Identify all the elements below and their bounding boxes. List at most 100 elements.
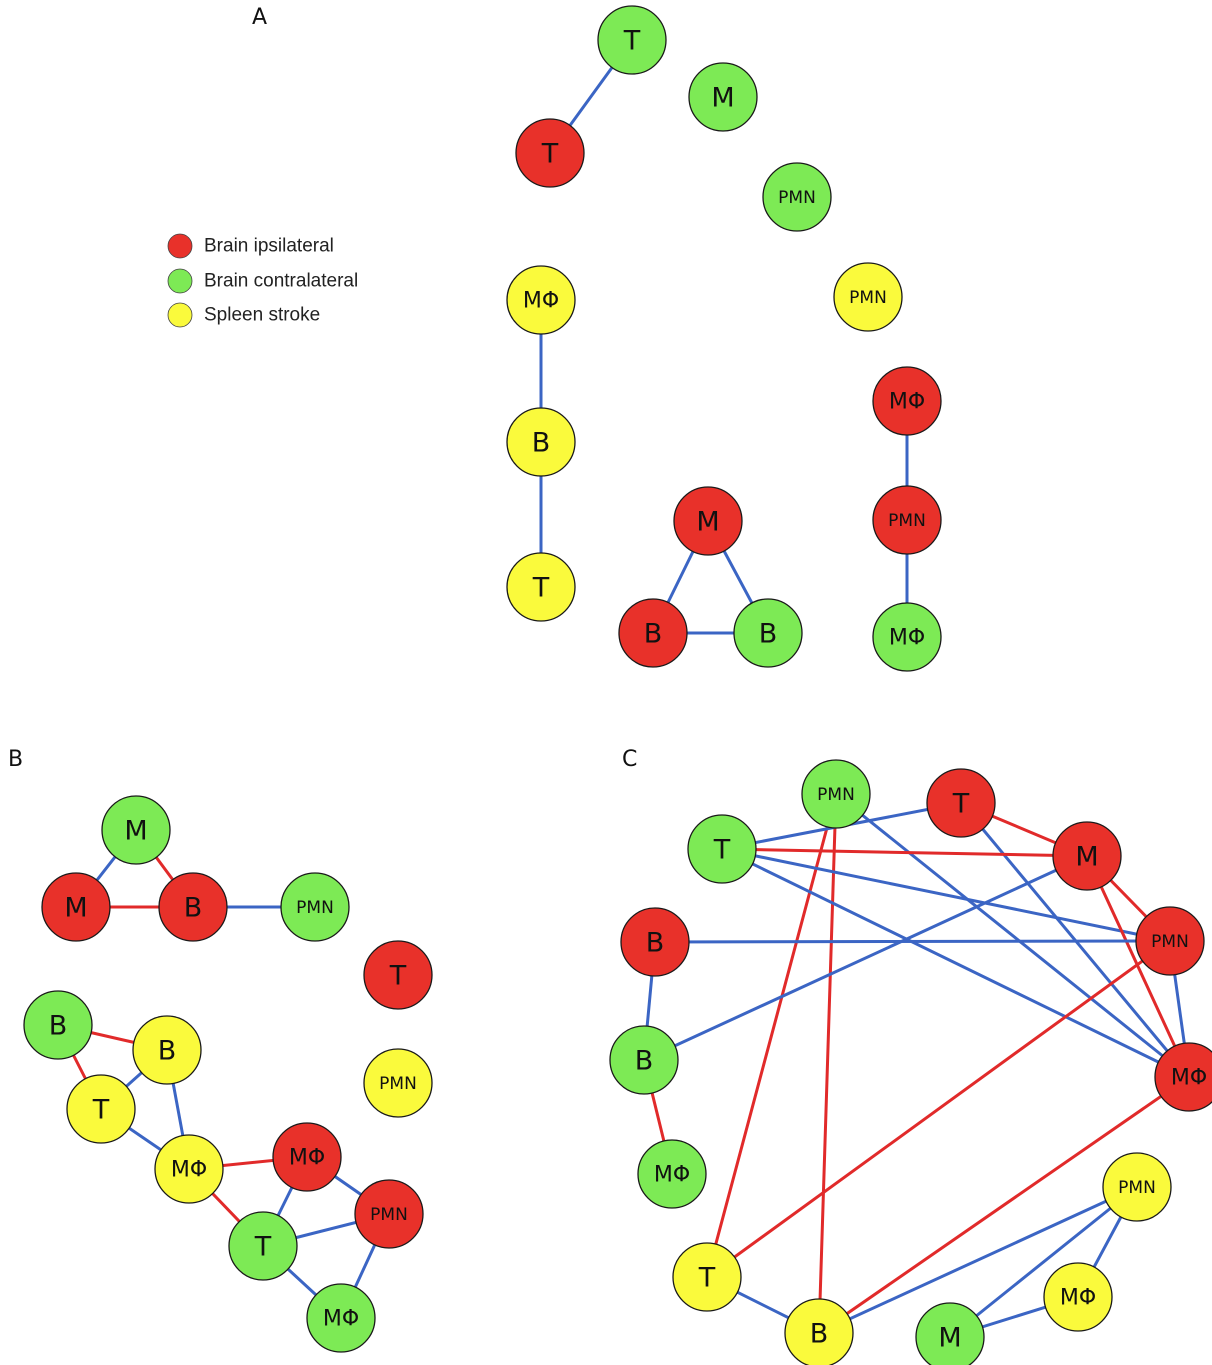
node-circle <box>154 1134 224 1204</box>
node-circle <box>1154 1042 1212 1112</box>
node-b-spleen: B <box>132 1015 202 1085</box>
node-circle <box>872 366 942 436</box>
node-pmn-ipsi: PMN <box>1135 906 1205 976</box>
node-circle <box>637 1139 707 1209</box>
edge-blue <box>720 847 1172 943</box>
node-circle <box>733 598 803 668</box>
node-b-contra: B <box>733 598 803 668</box>
node-circle <box>23 990 93 1060</box>
node-label: B <box>644 619 663 650</box>
node-circle <box>515 118 585 188</box>
legend-item-contra: Brain contralateral <box>167 268 358 294</box>
node-b-spleen: B <box>784 1298 854 1365</box>
node-circle <box>363 1048 433 1118</box>
node-pmn-contra: PMN <box>280 872 350 942</box>
node-b-ipsi: B <box>620 907 690 977</box>
node-circle <box>272 1122 342 1192</box>
node-circle <box>687 814 757 884</box>
node-label: B <box>158 1036 177 1067</box>
node-circle <box>363 940 433 1010</box>
node-t-ipsi: T <box>363 940 433 1010</box>
node-label: B <box>810 1319 829 1350</box>
node-m-contra: M <box>101 795 171 865</box>
node-label: PMN <box>849 288 887 308</box>
edge-blue <box>653 939 1172 944</box>
edge-red <box>817 1075 1191 1335</box>
node-label: PMN <box>379 1074 417 1094</box>
node-label: MΦ <box>1171 1066 1207 1091</box>
node-pmn-ipsi: PMN <box>354 1179 424 1249</box>
node-t-contra: T <box>687 814 757 884</box>
node-t-spleen: T <box>672 1242 742 1312</box>
node-label: T <box>698 1263 716 1294</box>
node-label: PMN <box>817 785 855 805</box>
node-label: PMN <box>1118 1178 1156 1198</box>
node-label: MΦ <box>289 1146 325 1171</box>
node-label: M <box>711 83 734 114</box>
node-pmn-contra: PMN <box>762 162 832 232</box>
node-pmn-ipsi: PMN <box>872 485 942 555</box>
node-label: M <box>1075 842 1098 873</box>
edge-red <box>720 847 1089 858</box>
node-b-ipsi: B <box>158 872 228 942</box>
legend-swatch <box>167 302 193 328</box>
node-circle <box>801 759 871 829</box>
node-t-ipsi: T <box>515 118 585 188</box>
node-m-spleen: MΦ <box>154 1134 224 1204</box>
node-t-contra: T <box>597 5 667 75</box>
node-m-spleen: MΦ <box>1043 1262 1113 1332</box>
node-label: PMN <box>296 898 334 918</box>
node-circle <box>41 872 111 942</box>
edge-blue <box>720 847 1191 1079</box>
node-label: T <box>92 1095 110 1126</box>
panel-label-b: B <box>8 747 23 772</box>
node-circle <box>66 1074 136 1144</box>
node-circle <box>609 1025 679 1095</box>
node-circle <box>101 795 171 865</box>
node-b-contra: B <box>609 1025 679 1095</box>
node-label: T <box>254 1232 272 1263</box>
edge-blue <box>817 1185 1139 1335</box>
node-circle <box>872 485 942 555</box>
node-t-spleen: T <box>506 552 576 622</box>
node-circle <box>354 1179 424 1249</box>
node-label: MΦ <box>1060 1286 1096 1311</box>
legend-swatch <box>167 233 193 259</box>
node-label: B <box>646 928 665 959</box>
node-label: T <box>623 26 641 57</box>
node-m-contra: MΦ <box>637 1139 707 1209</box>
node-m-spleen: MΦ <box>506 265 576 335</box>
node-b-ipsi: B <box>618 598 688 668</box>
node-circle <box>1102 1152 1172 1222</box>
node-label: B <box>184 893 203 924</box>
node-circle <box>158 872 228 942</box>
legend-label: Spleen stroke <box>204 305 320 326</box>
node-circle <box>872 602 942 672</box>
node-circle <box>506 407 576 477</box>
node-circle <box>1052 821 1122 891</box>
edges <box>642 792 1191 1339</box>
node-circle <box>833 262 903 332</box>
node-circle <box>618 598 688 668</box>
node-m-ipsi: M <box>673 486 743 556</box>
node-m-contra: MΦ <box>872 602 942 672</box>
node-label: T <box>389 961 407 992</box>
node-b-contra: B <box>23 990 93 1060</box>
node-m-contra: M <box>688 62 758 132</box>
node-circle <box>506 552 576 622</box>
node-circle <box>228 1211 298 1281</box>
legend-item-spleen: Spleen stroke <box>167 302 320 328</box>
legend-item-ipsi: Brain ipsilateral <box>167 233 334 259</box>
edge-red <box>1085 854 1191 1079</box>
node-label: M <box>938 1323 961 1354</box>
node-label: PMN <box>370 1205 408 1225</box>
node-circle <box>784 1298 854 1365</box>
panel-label-a: A <box>252 5 267 30</box>
node-circle <box>1043 1262 1113 1332</box>
node-label: MΦ <box>323 1307 359 1332</box>
